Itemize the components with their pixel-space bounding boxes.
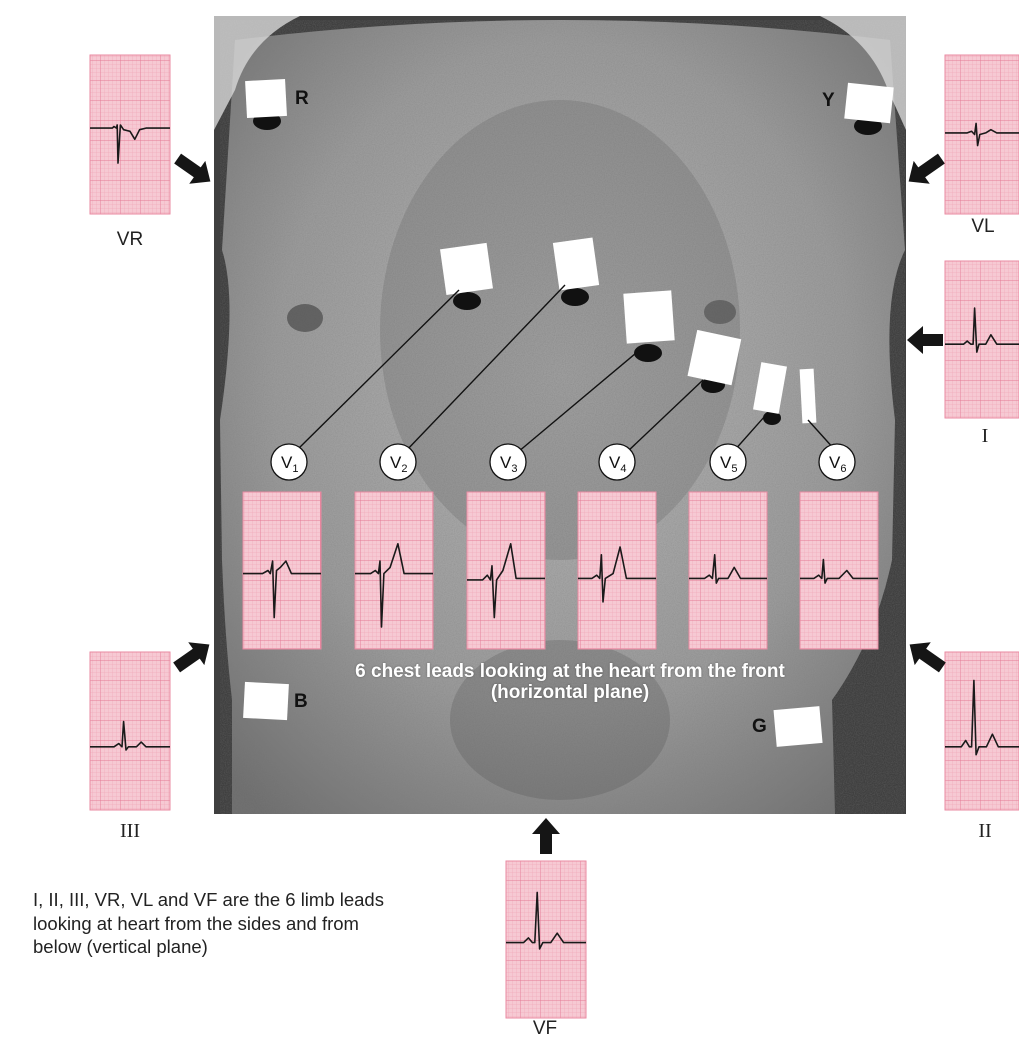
ecg-strip-vl xyxy=(945,55,1019,214)
ecg-strip-v6 xyxy=(800,492,878,649)
lead-label-i: I xyxy=(950,425,1019,448)
chest-lead-circle-v5: V5 xyxy=(710,444,746,480)
arrow-vr-icon xyxy=(170,147,219,193)
ecg-strip-vf xyxy=(506,861,586,1018)
electrode-label-r: R xyxy=(295,88,309,110)
chest-caption-line2: (horizontal plane) xyxy=(270,682,870,703)
electrode-label-g: G xyxy=(752,716,767,738)
ecg-strip-v5 xyxy=(689,492,767,649)
lead-label-ii: II xyxy=(950,820,1019,843)
arrow-iii-icon xyxy=(169,633,218,679)
lead-label-vl: VL xyxy=(948,216,1018,238)
lead-label-vf: VF xyxy=(510,1018,580,1040)
chest-lead-circle-v4: V4 xyxy=(599,444,635,480)
lead-label-vr: VR xyxy=(95,229,165,251)
chest-leads-caption: 6 chest leads looking at the heart from … xyxy=(270,661,870,703)
ecg-strip-v1 xyxy=(243,492,321,649)
limb-leads-caption: I, II, III, VR, VL and VF are the 6 limb… xyxy=(33,888,393,959)
ecg-strip-i xyxy=(945,261,1019,418)
electrode-left-leg xyxy=(774,706,823,747)
chest-lead-circle-v2: V2 xyxy=(380,444,416,480)
ecg-strip-ii xyxy=(945,652,1019,810)
ecg-strip-v4 xyxy=(578,492,656,649)
chest-caption-line1: 6 chest leads looking at the heart from … xyxy=(270,661,870,682)
chest-lead-circle-v6: V6 xyxy=(819,444,855,480)
ecg-strip-vr xyxy=(90,55,170,214)
ecg-strip-v3 xyxy=(467,492,545,649)
electrode-label-y: Y xyxy=(822,90,835,112)
chest-lead-circle-v1: V1 xyxy=(271,444,307,480)
arrow-vf-icon xyxy=(532,818,560,854)
ecg-strip-iii xyxy=(90,652,170,810)
arrow-vl-icon xyxy=(901,147,950,193)
chest-electrode-v6 xyxy=(800,369,817,424)
chest-lead-circle-v3: V3 xyxy=(490,444,526,480)
arrow-i-icon xyxy=(907,326,943,354)
ecg-strip-v2 xyxy=(355,492,433,649)
arrow-ii-icon xyxy=(902,633,951,679)
lead-label-iii: III xyxy=(95,820,165,843)
